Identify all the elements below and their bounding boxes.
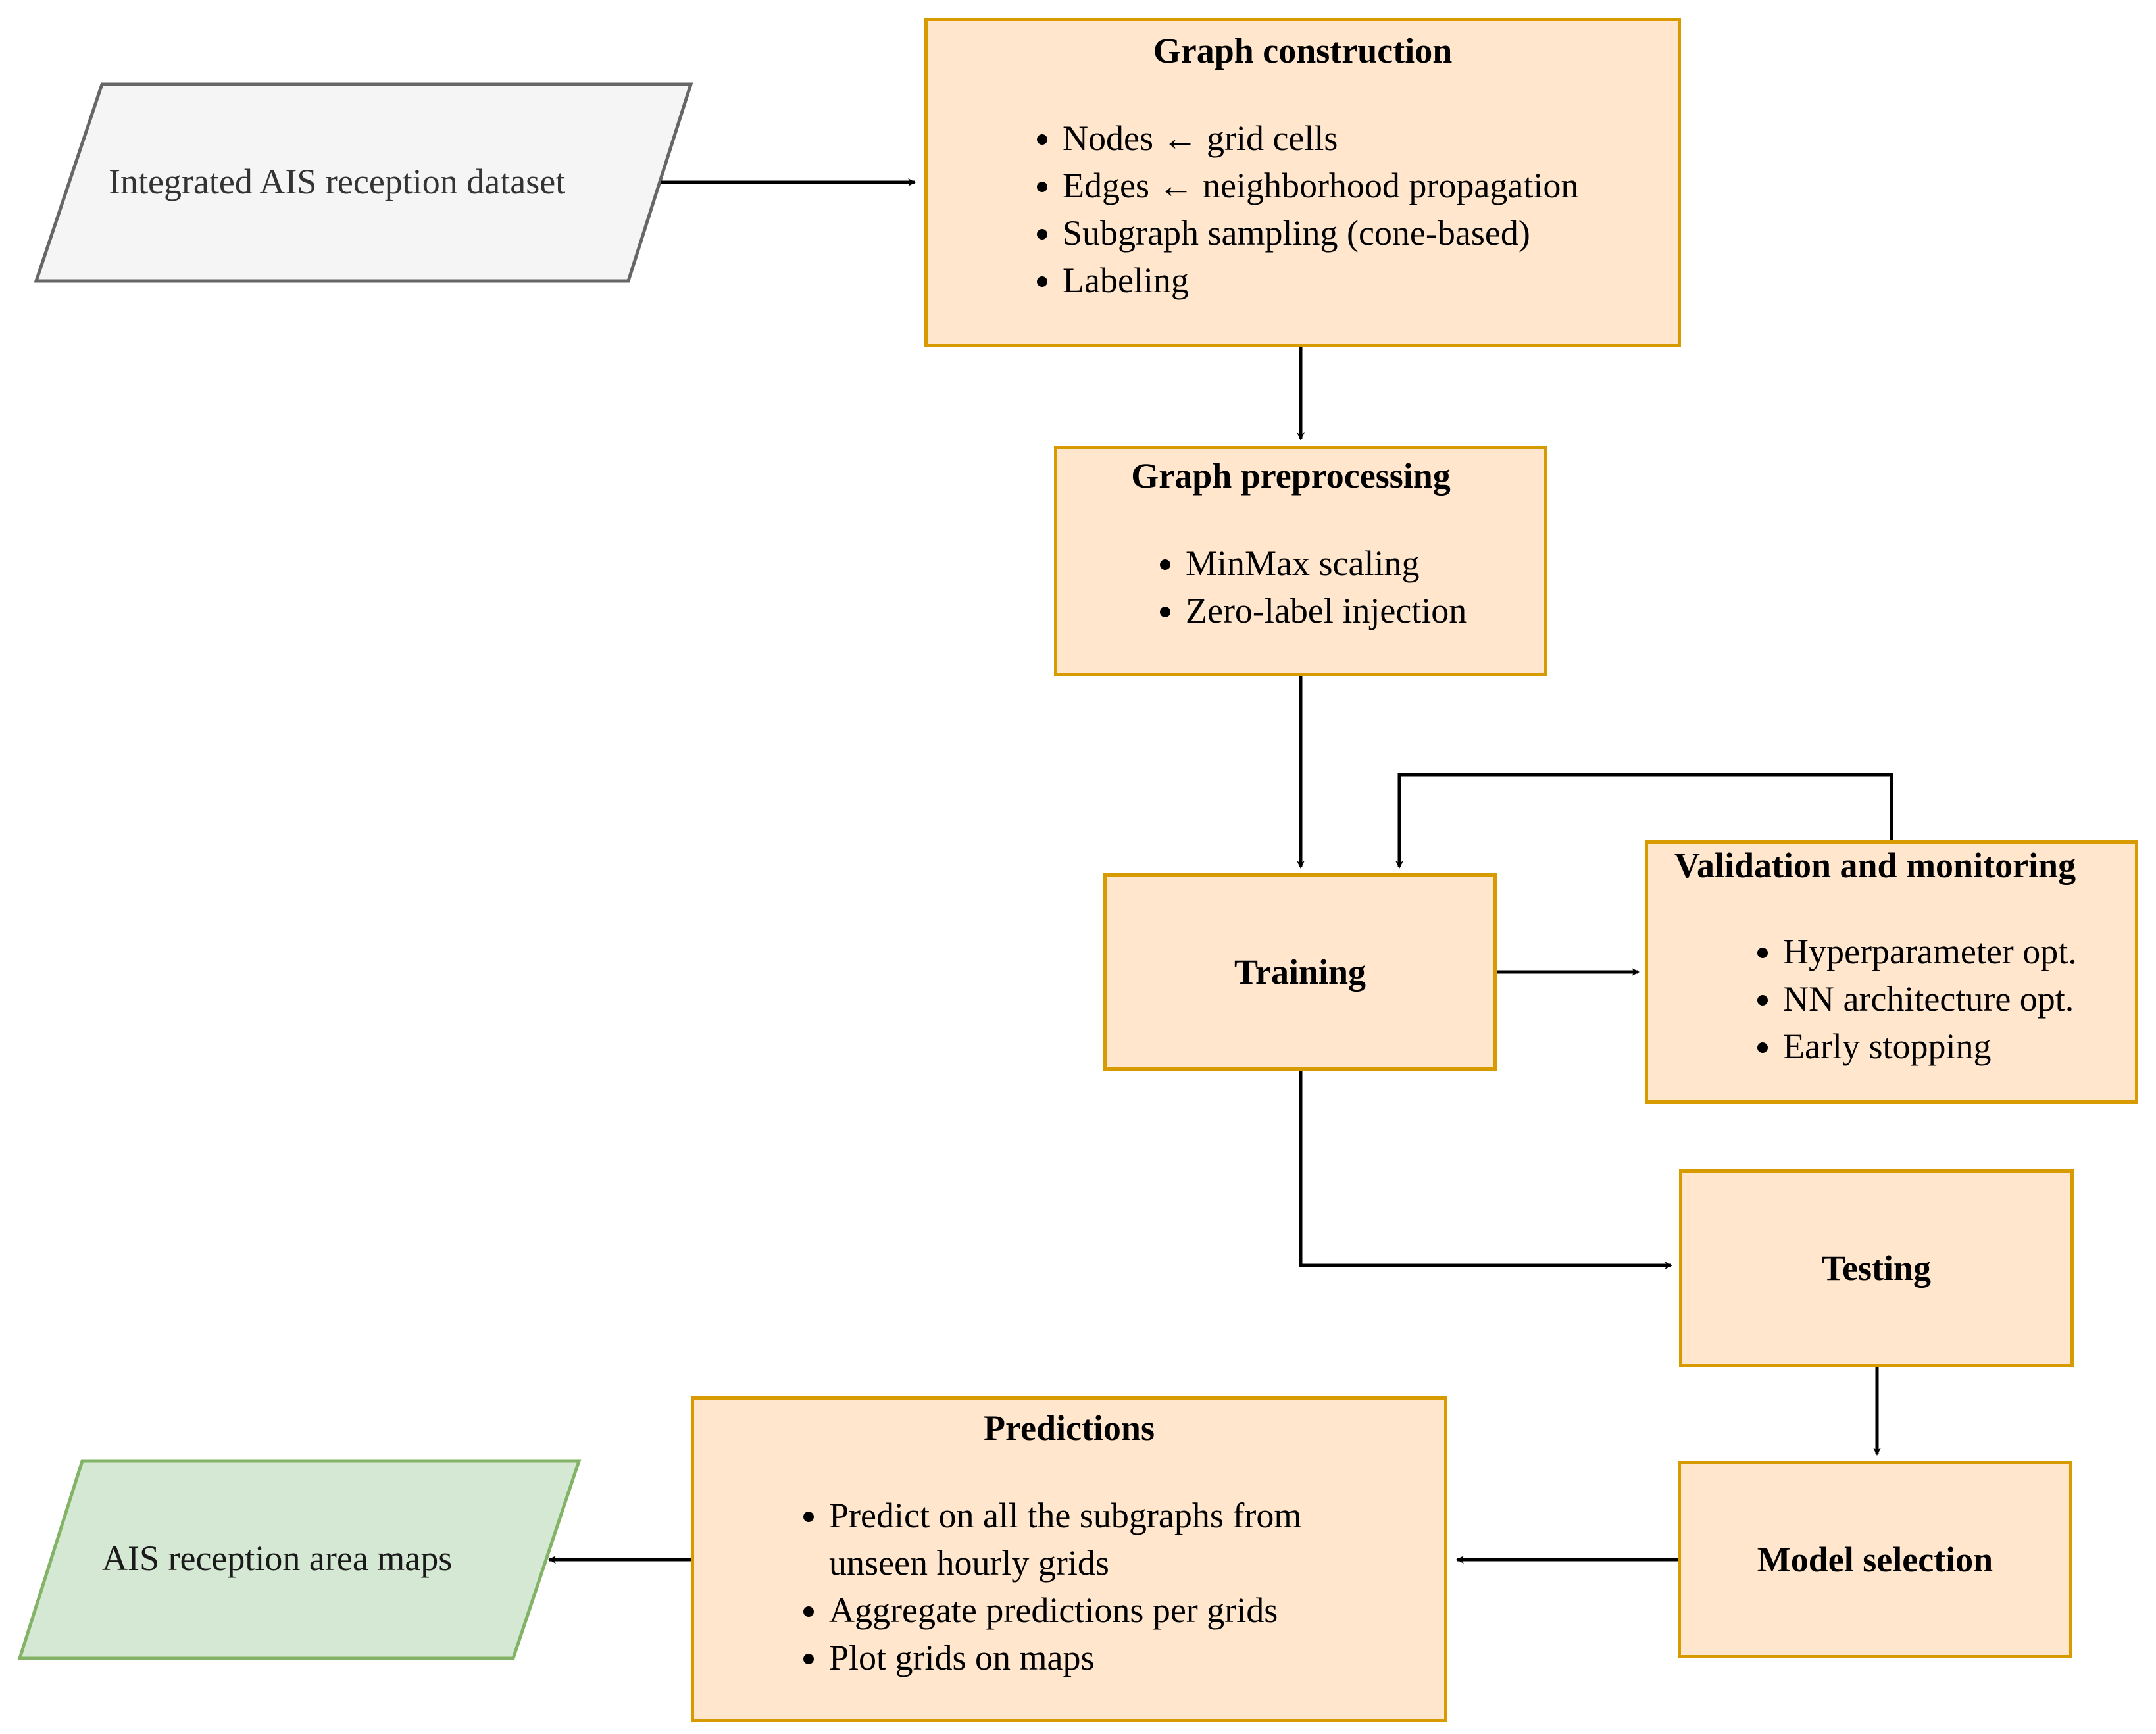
validation-title: Validation and monitoring <box>1674 846 2076 885</box>
graph-preprocessing-title: Graph preprocessing <box>1131 456 1451 496</box>
graph-construction-box: Graph construction Nodes ← grid cells Ed… <box>924 18 1681 347</box>
testing-title: Testing <box>1821 1248 1932 1288</box>
testing-box: Testing <box>1679 1169 2074 1367</box>
arrow-training-to-testing <box>1299 1071 1672 1269</box>
graph-preprocessing-box: Graph preprocessing MinMax scaling Zero-… <box>1054 446 1547 676</box>
model-selection-title: Model selection <box>1757 1540 1993 1579</box>
validation-list: Hyperparameter opt. NN architecture opt.… <box>1740 928 2077 1070</box>
graph-preprocessing-list: MinMax scaling Zero-label injection <box>1143 540 1467 634</box>
list-item: Zero-label injection <box>1186 587 1467 634</box>
list-item: MinMax scaling <box>1186 540 1467 587</box>
list-item: Edges ← neighborhood propagation <box>1063 162 1578 209</box>
model-selection-box: Model selection <box>1678 1461 2072 1658</box>
list-item: Plot grids on maps <box>829 1634 1301 1681</box>
graph-construction-list: Nodes ← grid cells Edges ← neighborhood … <box>1020 115 1578 304</box>
training-box: Training <box>1103 873 1497 1071</box>
output-maps-shape <box>17 1459 582 1660</box>
list-item: Hyperparameter opt. <box>1783 928 2077 975</box>
training-title: Training <box>1234 952 1366 992</box>
list-item: Nodes ← grid cells <box>1063 115 1578 162</box>
arrow-validation-feedback-to-training <box>1395 773 1893 869</box>
list-item: Early stopping <box>1783 1023 2077 1070</box>
input-dataset-shape <box>34 82 693 283</box>
predictions-box: Predictions Predict on all the subgraphs… <box>691 1396 1447 1722</box>
list-item: Aggregate predictions per grids <box>829 1587 1301 1634</box>
list-item: NN architecture opt. <box>1783 975 2077 1023</box>
list-item: Subgraph sampling (cone-based) <box>1063 209 1578 257</box>
predictions-title: Predictions <box>984 1408 1155 1448</box>
predictions-list: Predict on all the subgraphs from unseen… <box>786 1492 1301 1681</box>
list-item: Labeling <box>1063 257 1578 304</box>
list-item: Predict on all the subgraphs from <box>829 1492 1301 1539</box>
output-maps-label: AIS reception area maps <box>102 1539 453 1578</box>
input-dataset-label: Integrated AIS reception dataset <box>109 162 566 201</box>
validation-box: Validation and monitoring Hyperparameter… <box>1645 840 2138 1104</box>
graph-construction-title: Graph construction <box>1153 31 1453 70</box>
list-item-continuation: unseen hourly grids <box>829 1543 1109 1583</box>
